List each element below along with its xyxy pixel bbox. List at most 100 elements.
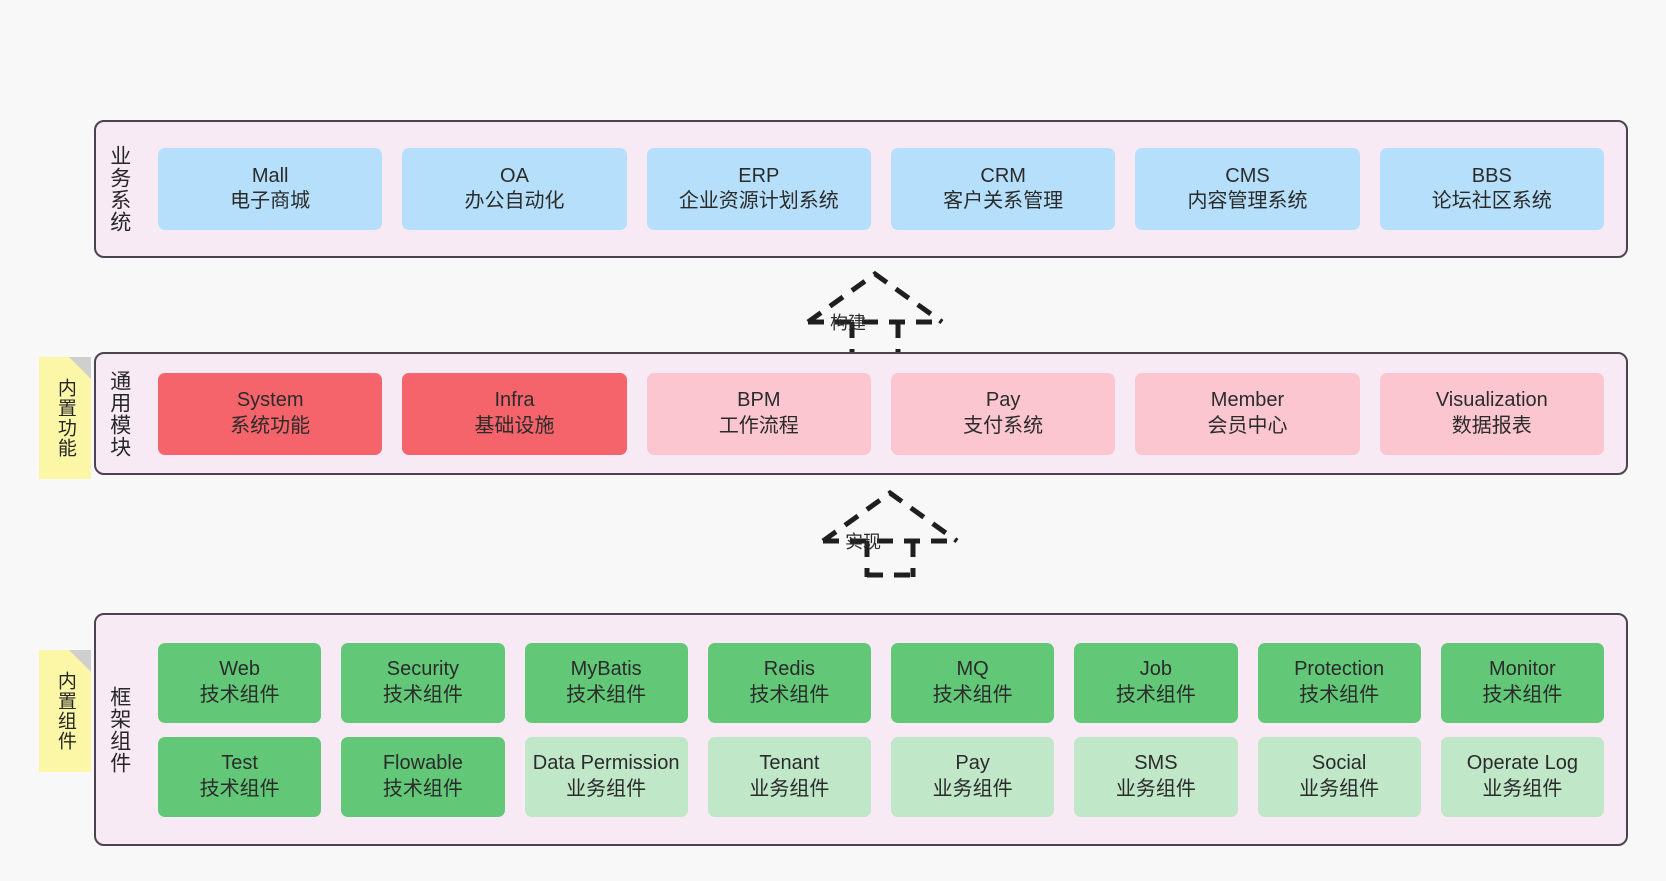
card-system[interactable]: System 系统功能 xyxy=(158,372,383,455)
layer-title-framework-component: 框架组件 xyxy=(107,685,131,774)
connector-label-build: 构建 xyxy=(830,313,866,333)
card-title-cn: 技术组件 xyxy=(199,683,280,706)
card-title-cn: 技术组件 xyxy=(199,777,280,800)
card-title-en: Flowable xyxy=(382,752,463,775)
card-flowable[interactable]: Flowable 技术组件 xyxy=(341,736,505,817)
card-title-en: Infra xyxy=(494,389,535,412)
card-title-cn: 业务组件 xyxy=(749,777,830,800)
note-fold-corner-icon xyxy=(69,357,91,379)
card-title-cn: 企业资源计划系统 xyxy=(678,190,839,212)
card-title-en: Monitor xyxy=(1489,658,1556,681)
sticky-note-label: 内置组件 xyxy=(54,671,76,751)
card-test[interactable]: Test 技术组件 xyxy=(158,736,322,817)
card-social[interactable]: Social 业务组件 xyxy=(1257,736,1421,817)
card-sms[interactable]: SMS 业务组件 xyxy=(1074,736,1238,817)
layer-body-business-system: Mall 电子商城 OA 办公自动化 ERP 企业资源计划系统 CRM 客户关系… xyxy=(142,122,1626,256)
card-title-cn: 业务组件 xyxy=(1482,777,1563,800)
card-web[interactable]: Web 技术组件 xyxy=(158,642,322,723)
dashed-generalization-arrow-icon xyxy=(821,489,959,578)
card-title-en: Operate Log xyxy=(1466,752,1578,775)
card-title-cn: 技术组件 xyxy=(566,683,647,706)
layer-common-module: 通用模块 System 系统功能 Infra 基础设施 BPM 工作流程 Pay… xyxy=(94,352,1628,475)
card-redis[interactable]: Redis 技术组件 xyxy=(707,642,871,723)
card-title-en: Member xyxy=(1210,389,1285,412)
layer-framework-component: 框架组件 Web 技术组件 Security 技术组件 MyBatis 技术组件… xyxy=(94,613,1628,846)
card-title-en: Pay xyxy=(985,389,1021,412)
card-title-cn: 技术组件 xyxy=(1482,683,1563,706)
card-title-cn: 客户关系管理 xyxy=(943,190,1064,212)
card-title-cn: 业务组件 xyxy=(1115,777,1196,800)
card-infra[interactable]: Infra 基础设施 xyxy=(402,372,627,455)
card-title-en: Pay xyxy=(955,752,990,775)
sticky-note-builtin-component: 内置组件 xyxy=(39,650,91,772)
framework-row-business: Test 技术组件 Flowable 技术组件 Data Permission … xyxy=(148,736,1614,817)
card-title-cn: 技术组件 xyxy=(1115,683,1196,706)
card-data-permission[interactable]: Data Permission 业务组件 xyxy=(524,736,688,817)
card-title-cn: 技术组件 xyxy=(382,777,463,800)
card-title-cn: 业务组件 xyxy=(1299,777,1380,800)
card-bpm[interactable]: BPM 工作流程 xyxy=(646,372,871,455)
card-erp[interactable]: ERP 企业资源计划系统 xyxy=(646,148,871,230)
card-title-en: Protection xyxy=(1294,658,1385,681)
card-title-cn: 论坛社区系统 xyxy=(1431,190,1552,212)
card-title-en: Data Permission xyxy=(532,752,680,775)
card-title-en: Redis xyxy=(763,658,815,681)
connector-build: 构建 xyxy=(800,268,950,359)
card-title-en: Visualization xyxy=(1435,389,1548,412)
card-pay-module[interactable]: Pay 支付系统 xyxy=(890,372,1116,455)
card-title-cn: 会员中心 xyxy=(1207,414,1288,437)
dashed-generalization-arrow-icon xyxy=(806,270,944,359)
card-title-cn: 支付系统 xyxy=(963,414,1044,437)
card-title-cn: 技术组件 xyxy=(1299,683,1380,706)
card-title-cn: 业务组件 xyxy=(566,777,647,800)
layer-title-business-system: 业务系统 xyxy=(107,145,131,233)
card-protection[interactable]: Protection 技术组件 xyxy=(1257,642,1421,723)
card-job[interactable]: Job 技术组件 xyxy=(1074,642,1238,723)
sticky-note-label: 内置功能 xyxy=(54,378,76,458)
card-mall[interactable]: Mall 电子商城 xyxy=(158,148,383,230)
card-title-cn: 电子商城 xyxy=(230,190,311,212)
card-title-en: Web xyxy=(219,658,260,681)
layer-business-system: 业务系统 Mall 电子商城 OA 办公自动化 ERP 企业资源计划系统 CRM… xyxy=(94,120,1628,258)
sticky-note-builtin-function: 内置功能 xyxy=(39,357,91,479)
card-visualization[interactable]: Visualization 数据报表 xyxy=(1379,372,1604,455)
card-security[interactable]: Security 技术组件 xyxy=(341,642,505,723)
card-title-cn: 系统功能 xyxy=(230,414,311,437)
card-title-en: MQ xyxy=(956,658,989,681)
connector-label-implement: 实现 xyxy=(845,532,881,552)
card-oa[interactable]: OA 办公自动化 xyxy=(402,148,627,230)
card-pay-component[interactable]: Pay 业务组件 xyxy=(891,736,1055,817)
card-title-en: Mall xyxy=(251,164,289,187)
card-title-en: OA xyxy=(500,164,529,187)
layer-title-common-module: 通用模块 xyxy=(107,369,131,458)
card-title-en: Test xyxy=(221,752,258,775)
card-title-en: BPM xyxy=(737,389,781,412)
card-bbs[interactable]: BBS 论坛社区系统 xyxy=(1379,148,1604,230)
card-cms[interactable]: CMS 内容管理系统 xyxy=(1135,148,1360,230)
card-title-en: Security xyxy=(386,658,459,681)
card-title-en: BBS xyxy=(1471,164,1512,187)
card-title-cn: 技术组件 xyxy=(749,683,830,706)
card-title-cn: 业务组件 xyxy=(932,777,1013,800)
card-title-en: CMS xyxy=(1225,164,1270,187)
card-title-en: Social xyxy=(1311,752,1367,775)
card-title-cn: 数据报表 xyxy=(1451,414,1532,437)
card-title-en: Job xyxy=(1139,658,1172,681)
card-tenant[interactable]: Tenant 业务组件 xyxy=(707,736,871,817)
card-member[interactable]: Member 会员中心 xyxy=(1135,372,1360,455)
card-title-en: System xyxy=(236,389,304,412)
card-mybatis[interactable]: MyBatis 技术组件 xyxy=(524,642,688,723)
layer-body-framework-component: Web 技术组件 Security 技术组件 MyBatis 技术组件 Redi… xyxy=(142,615,1626,844)
card-title-cn: 办公自动化 xyxy=(464,190,565,212)
card-monitor[interactable]: Monitor 技术组件 xyxy=(1440,642,1604,723)
card-title-en: ERP xyxy=(738,164,780,187)
note-fold-corner-icon xyxy=(69,650,91,672)
card-operate-log[interactable]: Operate Log 业务组件 xyxy=(1440,736,1604,817)
card-mq[interactable]: MQ 技术组件 xyxy=(891,642,1055,723)
card-title-en: CRM xyxy=(980,164,1026,187)
card-crm[interactable]: CRM 客户关系管理 xyxy=(890,148,1116,230)
card-title-cn: 技术组件 xyxy=(382,683,463,706)
card-title-cn: 内容管理系统 xyxy=(1187,190,1308,212)
card-title-en: MyBatis xyxy=(570,658,642,681)
